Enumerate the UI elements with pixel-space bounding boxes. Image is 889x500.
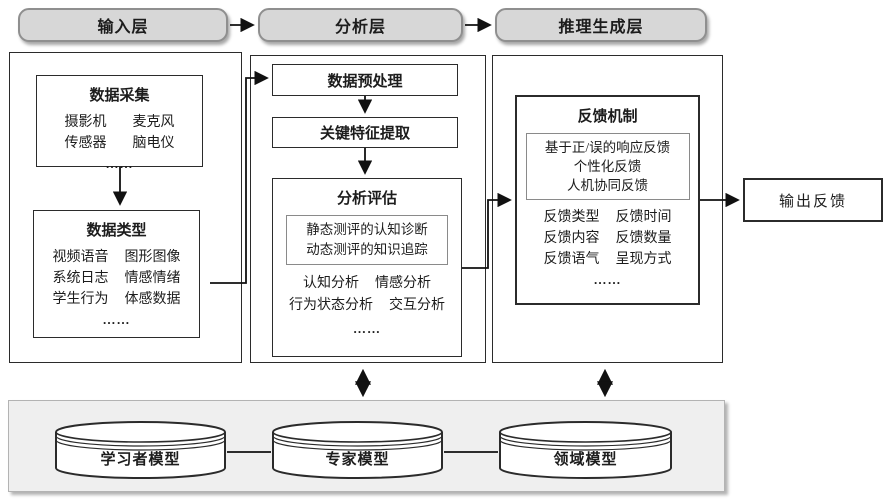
preprocess-label: 数据预处理 [327, 72, 403, 90]
types-ellipsis: …… [102, 312, 131, 327]
type-item: 视频语音 [52, 250, 109, 265]
layer-pill-analysis: 分析层 [258, 8, 463, 42]
layer-label-analysis: 分析层 [334, 19, 386, 36]
feature-extraction-box: 关键特征提取 [272, 117, 458, 148]
cylinder-shape [499, 421, 672, 479]
learner-model-label: 学习者模型 [100, 451, 181, 468]
evaluation-item: 情感分析 [375, 276, 431, 291]
feedback-ellipsis: …… [593, 272, 622, 287]
evaluation-title: 分析评估 [336, 190, 397, 207]
feedback-item: 反馈类型 [543, 210, 600, 225]
collection-item: 传感器 [64, 136, 107, 151]
data-collection-items: 摄影机 麦克风 传感器 脑电仪 [37, 111, 202, 152]
collection-ellipsis: …… [105, 156, 134, 171]
collection-item: 麦克风 [132, 115, 175, 130]
feedback-inner-box: 基于正/误的响应反馈 个性化反馈 人机协同反馈 [525, 133, 690, 200]
type-item: 情感情绪 [124, 271, 181, 286]
layer-label-generation: 推理生成层 [558, 19, 644, 36]
evaluation-inner-line: 动态测评的知识追踪 [306, 242, 428, 257]
feedback-inner-line: 个性化反馈 [573, 159, 642, 174]
evaluation-items-row: 行为状态分析 交互分析 [273, 295, 461, 317]
feedback-items: 反馈类型 反馈时间 反馈内容 反馈数量 反馈语气 呈现方式 [517, 206, 698, 268]
evaluation-ellipsis: …… [353, 321, 381, 336]
type-item: 系统日志 [52, 271, 109, 286]
feedback-item: 反馈时间 [615, 210, 672, 225]
type-item: 学生行为 [52, 292, 109, 307]
feedback-inner-line: 人机协同反馈 [567, 178, 648, 193]
collection-item: 脑电仪 [132, 136, 175, 151]
feedback-title: 反馈机制 [577, 108, 638, 125]
feedback-item: 呈现方式 [615, 252, 672, 267]
type-item: 图形图像 [124, 250, 181, 265]
layer-label-input: 输入层 [97, 19, 149, 36]
data-types-title: 数据类型 [86, 222, 147, 239]
feedback-item: 反馈语气 [543, 252, 600, 267]
output-feedback-label: 输出反馈 [778, 193, 847, 210]
layer-pill-input: 输入层 [18, 8, 228, 42]
evaluation-item: 行为状态分析 [289, 298, 373, 313]
evaluation-item: 认知分析 [303, 276, 359, 291]
type-item: 体感数据 [124, 292, 181, 307]
domain-model-label: 领域模型 [553, 451, 618, 468]
expert-model-cylinder: 专家模型 [271, 420, 444, 480]
evaluation-item: 交互分析 [389, 298, 445, 313]
evaluation-box: 分析评估 静态测评的认知诊断 动态测评的知识追踪 认知分析 情感分析 行为状态分… [272, 178, 462, 357]
preprocess-box: 数据预处理 [272, 64, 458, 96]
data-types-box: 数据类型 视频语音 图形图像 系统日志 情感情绪 学生行为 体感数据 …… [33, 210, 208, 346]
feedback-inner-line: 基于正/误的响应反馈 [544, 140, 671, 155]
output-feedback-box: 输出反馈 [743, 178, 883, 222]
expert-model-label: 专家模型 [325, 451, 390, 468]
layer-pill-generation: 推理生成层 [495, 8, 707, 42]
cylinder-shape [272, 421, 443, 479]
data-types-items: 视频语音 图形图像 系统日志 情感情绪 学生行为 体感数据 [34, 246, 199, 308]
collection-item: 摄影机 [64, 115, 107, 130]
evaluation-items-row: 认知分析 情感分析 [273, 273, 461, 295]
evaluation-inner-box: 静态测评的认知诊断 动态测评的知识追踪 [286, 215, 448, 265]
domain-model-cylinder: 领域模型 [498, 420, 673, 480]
feature-extraction-label: 关键特征提取 [319, 125, 410, 142]
feedback-item: 反馈内容 [543, 231, 600, 246]
feedback-item: 反馈数量 [615, 231, 672, 246]
feedback-mechanism-box: 反馈机制 基于正/误的响应反馈 个性化反馈 人机协同反馈 反馈类型 反馈时间 反… [515, 95, 700, 305]
learner-model-cylinder: 学习者模型 [54, 420, 227, 480]
data-collection-title: 数据采集 [89, 87, 150, 104]
evaluation-inner-line: 静态测评的认知诊断 [306, 222, 428, 237]
data-collection-box: 数据采集 摄影机 麦克风 传感器 脑电仪 …… [36, 75, 203, 171]
cylinder-shape [55, 421, 226, 479]
